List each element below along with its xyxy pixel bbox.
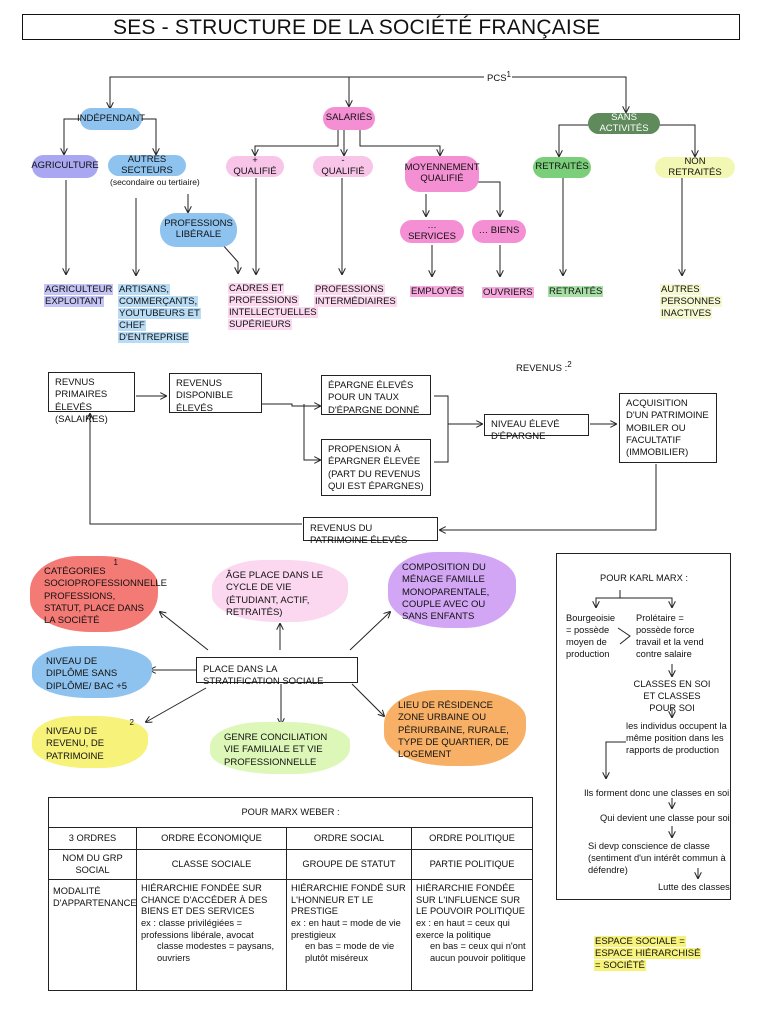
leaf-artisans: ARTISANS, COMMERÇANTS, YOUTUBEURS ET CHE… [118,284,201,343]
weber-cell-classe-sociale: CLASSE SOCIALE [136,848,287,881]
blob-composition: COMPOSITION DU MÉNAGE FAMILLE MONOPARENT… [388,552,516,628]
pcs-footnote: 1 [506,70,511,79]
node-biens: … BIENS [472,220,526,243]
leaf-autres-inactives: AUTRES PERSONNES INACTIVES [660,284,722,319]
box-revenus-disponible: REVENUS DISPONIBLE ÉLEVÉS [169,373,262,414]
categories-footnote: 1 [113,558,118,567]
leaf-intermediaires: PROFESSIONS INTERMÉDIAIRES [314,284,397,307]
weber-eco-ex1: ex : classe privilégiées = professions l… [141,918,254,940]
leaf-agriculteur: AGRICULTEUR EXPLOITANT [44,284,114,307]
box-revenus-patrimoine: REVENUS DU PATRIMOINE ÉLEVÉS [303,517,438,546]
box-acquisition: ACQUISITION D'UN PATRIMOINE MOBILER OU F… [619,393,717,463]
marx-bourgeoisie: Bourgeoisie = possède moyen de productio… [566,613,616,660]
node-moyennement-qualifie: MOYENNEMENT QUALIFIÉ [405,156,480,192]
weber-eco-main: HIÉRARCHIE FONDÉE SUR CHANCE D'ACCÉDER À… [141,883,268,917]
weber-row-label-groupe: NOM DU GRP SOCIAL [48,848,137,881]
marx-forment: Ils forment donc une classes en soi [584,788,730,798]
node-plus-qualifie: + QUALIFIÉ [226,155,284,177]
revenu-footnote: 2 [129,718,134,727]
marx-proletaire: Prolétaire = possède force travail et la… [636,613,704,660]
blob-revenu: NIVEAU DE REVENU, DE PATRIMOINE 2 [32,716,148,768]
box-niveau-epargne: NIVEAU ÉLEVÉ D'ÉPARGNE [484,414,589,442]
leaf-cadres: CADRES ET PROFESSIONS INTELLECTUELLES SU… [228,283,318,330]
weber-header-social: ORDRE SOCIAL [286,827,412,850]
weber-pol-ex2: en bas = ceux qui n'ont aucun pouvoir po… [430,941,526,963]
revenus-footnote: 2 [567,360,572,369]
marx-individus: les individus occupent la même position … [626,721,727,756]
title-box: SES - STRUCTURE DE LA SOCIÉTÉ FRANÇAISE [22,14,740,40]
marx-title: POUR KARL MARX : [600,573,688,583]
node-moins-qualifie: - QUALIFIÉ [313,155,373,177]
espace-social-note: ESPACE SOCIALE = ESPACE HIÉRARCHISÉ = SO… [594,936,702,971]
weber-pol-ex1: ex : en haut = ceux qui exerce la politi… [416,918,510,940]
marx-panel [556,553,731,900]
pcs-root: PCS1 [487,70,511,85]
node-autres-secteurs: AUTRES SECTEURS [108,154,186,176]
marx-lutte: Lutte des classes [658,882,730,892]
weber-soc-ex2: en bas = mode de vie plutôt miséreux [305,941,395,963]
leaf-retraites: RETRAITÉS [548,286,604,297]
weber-pol-main: HIÉRARCHIE FONDÉE SUR L'INFLUENCE SUR LE… [416,883,526,917]
blob-residence: LIEU DE RÉSIDENCE ZONE URBAINE OU PÉRIUR… [384,690,526,766]
blob-genre: GENRE CONCILIATION VIE FAMILIALE ET VIE … [210,722,350,774]
weber-table: POUR MARX WEBER : 3 ORDRES ORDRE ÉCONOMI… [47,797,534,991]
autres-secteurs-note: (secondaire ou tertiaire) [110,177,200,187]
marx-classes: CLASSES EN SOI ET CLASSES POUR SOI [633,679,711,714]
leaf-ouvriers: OUVRIERS [482,287,534,298]
node-sans-activites: SANS ACTIVITÉS [588,112,660,134]
weber-soc-ex1: ex : en haut = mode de vie prestigieux [291,918,401,940]
leaf-employes: EMPLOYÉS [410,286,465,297]
weber-header-ordres: 3 ORDRES [48,827,137,850]
weber-header-politique: ORDRE POLITIQUE [410,827,534,850]
weber-row-label-modalite: MODALITÉ D'APPARTENANCE [48,879,137,991]
weber-title: POUR MARX WEBER : [47,797,534,828]
box-revenus-primaires: REVNUS PRIMAIRES ÉLEVÉS (SALAIRES) [48,372,135,425]
node-agriculture: AGRICULTURE [31,155,99,178]
marx-conscience: Si devp conscience de classe (sentiment … [588,841,726,876]
weber-header-economique: ORDRE ÉCONOMIQUE [136,827,287,850]
blob-diplome: NIVEAU DE DIPLÔME SANS DIPLÔME/ BAC +5 [32,646,152,698]
box-propension: PROPENSION À ÉPARGNER ÉLEVÉE (PART DU RE… [321,439,431,496]
page-title: SES - STRUCTURE DE LA SOCIÉTÉ FRANÇAISE [113,16,601,39]
weber-soc-main: HIÉRARCHIE FONDÉ SUR L'HONNEUR ET LE PRE… [291,883,406,917]
node-professions-liberale: PROFESSIONS LIBÉRALE [160,213,237,247]
weber-cell-modalite-pol: HIÉRARCHIE FONDÉE SUR L'INFLUENCE SUR LE… [410,879,534,991]
node-independant: INDÉPENDANT [77,108,145,130]
box-epargne-eleves: ÉPARGNE ÉLEVÉS POUR UN TAUX D'ÉPARGNE DO… [321,375,431,416]
weber-cell-partie-politique: PARTIE POLITIQUE [410,848,534,881]
box-stratification-center: PLACE DANS LA STRATIFICATION SOCIALE [196,657,358,687]
weber-cell-modalite-eco: HIÉRARCHIE FONDÉE SUR CHANCE D'ACCÉDER À… [136,879,287,991]
blob-age: ÂGE PLACE DANS LE CYCLE DE VIE (ÉTUDIANT… [212,560,348,622]
blob-categories: CATÉGORIES SOCIOPROFESSIONNELLE PROFESSI… [30,556,167,632]
node-services: … SERVICES [400,220,464,243]
node-non-retraites: NON RETRAITÉS [655,156,735,178]
weber-cell-groupe-statut: GROUPE DE STATUT [286,848,412,881]
marx-devient: Qui devient une classe pour soi [600,813,730,823]
node-retraites: RETRAITÉS [533,157,591,178]
revenus-title: REVENUS :2 [516,360,572,375]
weber-cell-modalite-soc: HIÉRARCHIE FONDÉ SUR L'HONNEUR ET LE PRE… [286,879,412,991]
weber-eco-ex2: classe modestes = paysans, ouvriers [157,941,275,963]
node-salaries: SALARIÉS [323,107,375,130]
